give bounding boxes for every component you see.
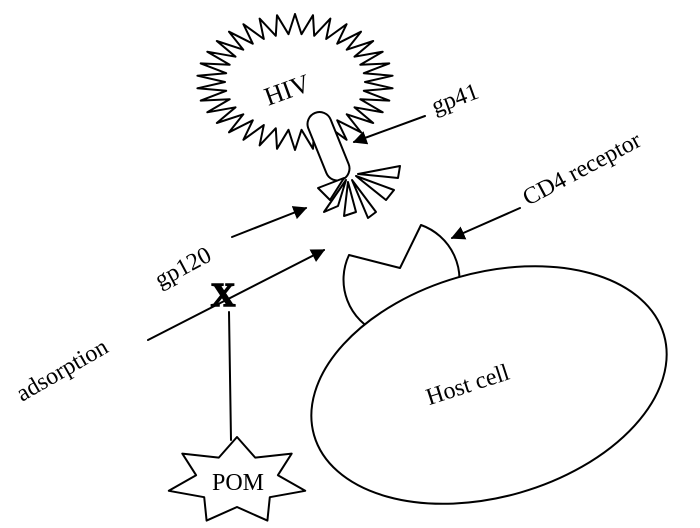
adsorption-block-mark: X	[211, 277, 236, 314]
gp41-label: gp41	[428, 79, 482, 120]
pom-label: POM	[212, 470, 264, 496]
cd4-receptor-label: CD4 receptor	[519, 127, 646, 211]
gp120-label: gp120	[151, 242, 216, 293]
host-cell	[310, 265, 668, 505]
gp120-petal	[323, 179, 347, 213]
gp120-petal	[355, 175, 395, 201]
hiv-virion-burst	[196, 13, 394, 151]
gp120-pointer-arrow	[231, 206, 308, 238]
gp120-petal	[317, 177, 345, 201]
gp120-petal	[351, 179, 377, 219]
gp120-petal	[357, 165, 401, 179]
gp120-glycoprotein	[317, 165, 401, 219]
pom-inhibition-line	[228, 311, 232, 441]
gp120-petal	[343, 181, 357, 217]
gp41-pointer-arrow	[352, 115, 426, 145]
cd4-pointer-arrow	[450, 207, 521, 240]
pom-star	[167, 436, 307, 522]
adsorption-label: adsorption	[12, 334, 113, 407]
adsorption-arrow	[147, 249, 326, 341]
